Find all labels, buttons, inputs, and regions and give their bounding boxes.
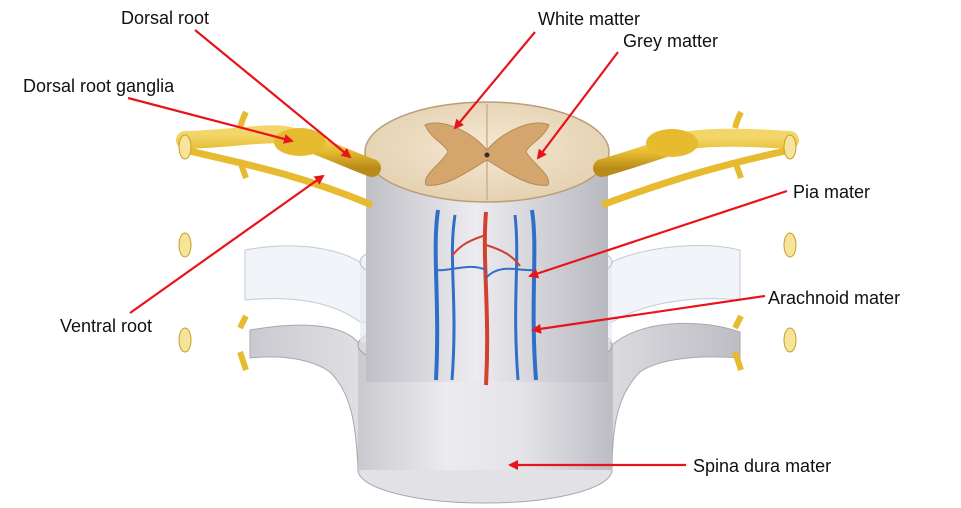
spinal-cord-column [364, 101, 610, 386]
label-arachnoid-mater: Arachnoid mater [768, 288, 901, 308]
arrow-grey-matter [536, 51, 619, 160]
label-dorsal-root: Dorsal root [121, 8, 210, 28]
arrow-dorsal-root-ganglia [127, 96, 294, 144]
leader-arrows [127, 29, 788, 470]
label-grey-matter: Grey matter [623, 31, 719, 51]
label-spina-dura-mater: Spina dura mater [693, 456, 832, 476]
label-dorsal-root-ganglia: Dorsal root ganglia [23, 76, 175, 96]
label-white-matter: White matter [538, 9, 641, 29]
label-ventral-root: Ventral root [60, 316, 153, 336]
label-pia-mater: Pia mater [793, 182, 871, 202]
arrow-white-matter [453, 31, 536, 130]
arrow-ventral-root [129, 174, 325, 314]
arrow-arachnoid-mater [531, 294, 766, 334]
arrow-pia-mater [528, 189, 788, 279]
arrow-dorsal-root [194, 29, 352, 159]
